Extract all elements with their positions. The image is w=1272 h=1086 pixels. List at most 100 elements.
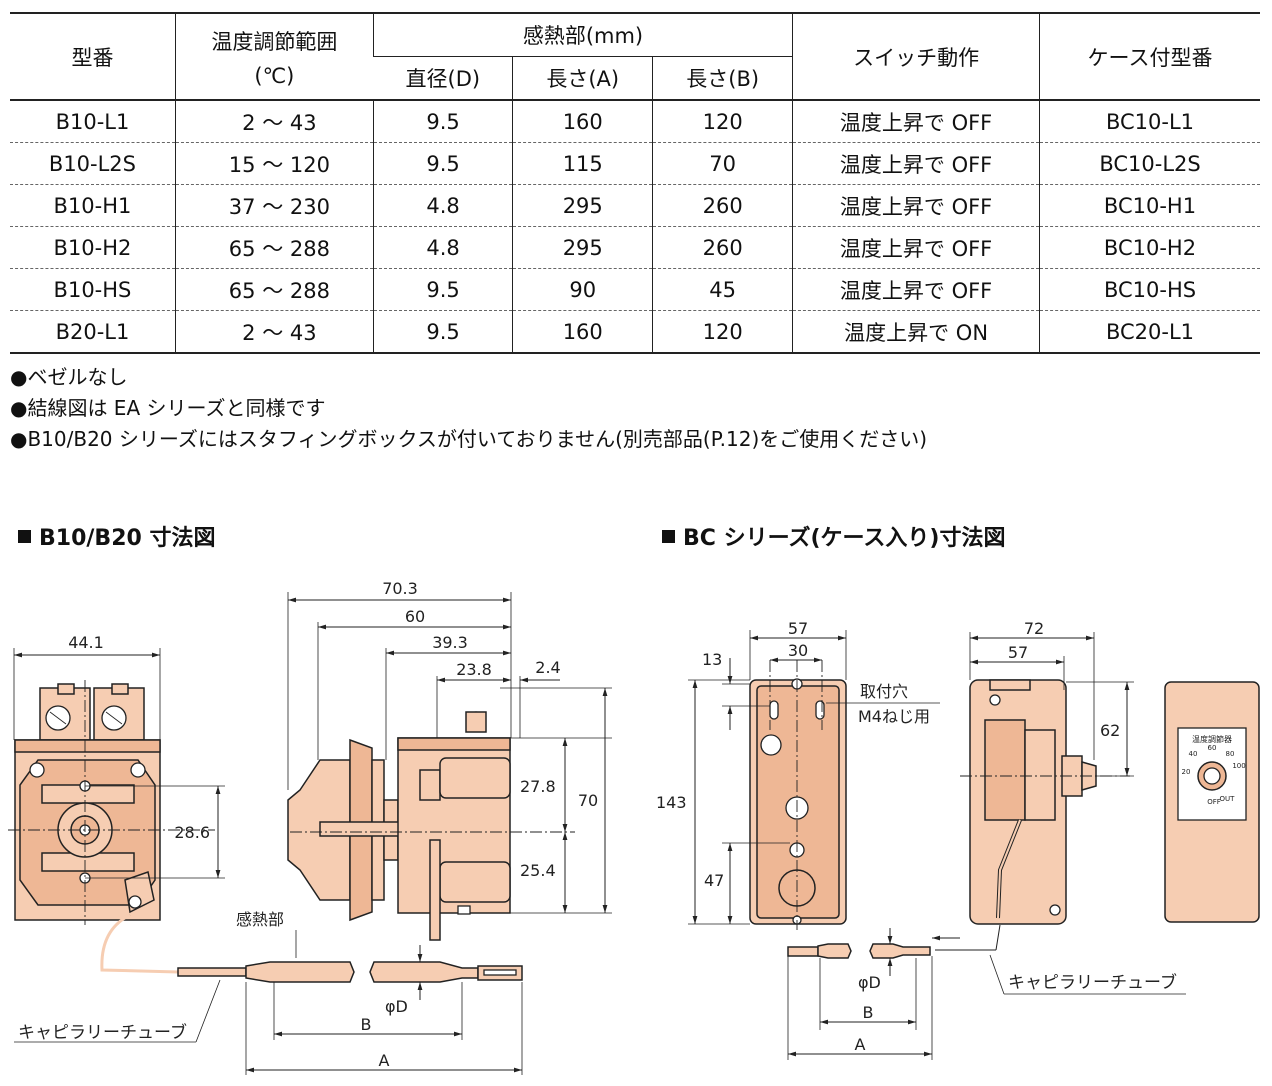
cell-switch: 温度上昇で OFF	[792, 268, 1040, 311]
header-sensor: 感熱部(mm)	[372, 12, 793, 57]
cell-b: 45	[652, 268, 793, 311]
cell-range: 2 ～ 43	[174, 100, 374, 143]
panel-tick-20: 20	[1182, 768, 1191, 776]
cell-range: 2 ～ 43	[174, 310, 374, 354]
dim-25-4: 25.4	[520, 861, 556, 880]
dim-143: 143	[656, 793, 687, 812]
label-mount-screw: M4ねじ用	[858, 707, 930, 726]
dim-2-4: 2.4	[535, 658, 560, 677]
cell-a: 295	[512, 226, 653, 269]
cell-range: 15 ～ 120	[174, 142, 374, 185]
dim-62: 62	[1100, 721, 1120, 740]
b10-sensor: 感熱部 φD B A キャピラリーチューブ	[14, 910, 523, 1075]
cell-a: 90	[512, 268, 653, 311]
header-diameter: 直径(D)	[373, 56, 513, 101]
cell-case-model: BC10-L1	[1039, 100, 1260, 143]
cell-model: B20-L1	[10, 310, 176, 354]
cell-case-model: BC10-H2	[1039, 226, 1260, 269]
cell-case-model: BC20-L1	[1039, 310, 1260, 354]
square-bullet-icon	[662, 530, 675, 543]
cell-d: 9.5	[372, 100, 513, 143]
cell-model: B10-HS	[10, 268, 176, 311]
dim-23-8: 23.8	[456, 660, 492, 679]
notes: ●ベゼルなし ●結線図は EA シリーズと同様です ●B10/B20 シリーズに…	[10, 362, 927, 455]
dim-70: 70	[578, 791, 598, 810]
label-b: B	[361, 1015, 372, 1034]
cell-range: 65 ～ 288	[174, 268, 374, 311]
spec-table: 型番 温度調節範囲 (℃) 感熱部(mm) スイッチ動作 ケース付型番 直径(D…	[10, 12, 1260, 354]
cell-model: B10-L2S	[10, 142, 176, 185]
cell-model: B10-H1	[10, 184, 176, 227]
note-stuffing-box: ●B10/B20 シリーズにはスタフィングボックスが付いておりません(別売部品(…	[10, 427, 928, 451]
header-case-model: ケース付型番	[1039, 12, 1260, 101]
label-capillary: キャピラリーチューブ	[18, 1022, 187, 1043]
dim-39-3: 39.3	[432, 633, 468, 652]
label-a-bc: A	[855, 1035, 866, 1054]
bc-sensor: φD B A キャピラリーチューブ	[787, 924, 1186, 1060]
dim-57-side: 57	[1008, 643, 1028, 662]
section-title-bc-series: BC シリーズ(ケース入り)寸法図	[662, 520, 1005, 552]
cell-switch: 温度上昇で OFF	[792, 184, 1040, 227]
cell-range: 65 ～ 288	[174, 226, 374, 269]
label-b-bc: B	[863, 1003, 874, 1022]
panel-tick-40: 40	[1189, 750, 1198, 758]
cell-model: B10-L1	[10, 100, 176, 143]
cell-b: 260	[652, 184, 793, 227]
cell-d: 4.8	[372, 226, 513, 269]
cell-a: 160	[512, 310, 653, 354]
panel-off: OFF	[1207, 798, 1221, 806]
header-range-line2: (℃)	[254, 63, 295, 88]
panel-tick-60: 60	[1208, 744, 1217, 752]
cell-model: B10-H2	[10, 226, 176, 269]
dim-60: 60	[405, 607, 425, 626]
label-mount-hole: 取付穴	[860, 682, 908, 701]
label-phi-d: φD	[385, 997, 408, 1016]
cell-b: 120	[652, 310, 793, 354]
square-bullet-icon	[18, 530, 31, 543]
dim-57: 57	[788, 619, 808, 638]
cell-d: 9.5	[372, 268, 513, 311]
cell-a: 160	[512, 100, 653, 143]
cell-d: 9.5	[372, 310, 513, 354]
cell-b: 70	[652, 142, 793, 185]
section-title-b10-b20: B10/B20 寸法図	[18, 520, 215, 552]
label-a: A	[379, 1051, 390, 1070]
cell-d: 4.8	[372, 184, 513, 227]
cell-case-model: BC10-HS	[1039, 268, 1260, 311]
cell-case-model: BC10-L2S	[1039, 142, 1260, 185]
cell-d: 9.5	[372, 142, 513, 185]
dim-13: 13	[702, 650, 722, 669]
note-no-bezel: ●ベゼルなし	[10, 365, 128, 389]
cell-a: 115	[512, 142, 653, 185]
bc-face-panel: 温度調節器 40 60 80 20 100 OFF OUT	[1164, 681, 1260, 923]
header-range-line1: 温度調節範囲	[211, 29, 338, 54]
section-title-text: B10/B20 寸法図	[39, 526, 216, 551]
panel-title: 温度調節器	[1192, 734, 1232, 744]
label-capillary-bc: キャピラリーチューブ	[1008, 972, 1177, 993]
dim-47: 47	[704, 871, 724, 890]
label-sensor: 感熱部	[236, 910, 284, 929]
header-switch: スイッチ動作	[792, 12, 1040, 101]
label-phi-d-bc: φD	[858, 973, 881, 992]
b10-side-view: 70.3 60 39.3 23.8 2.4 70 27.8 25.4	[287, 579, 612, 941]
cell-switch: 温度上昇で ON	[792, 310, 1040, 354]
cell-case-model: BC10-H1	[1039, 184, 1260, 227]
cell-b: 120	[652, 100, 793, 143]
note-wiring: ●結線図は EA シリーズと同様です	[10, 396, 326, 420]
bc-side-view: 72 57 62	[960, 619, 1134, 925]
header-length-a: 長さ(A)	[512, 56, 653, 101]
section-title-text: BC シリーズ(ケース入り)寸法図	[683, 526, 1006, 551]
dim-30: 30	[788, 641, 808, 660]
header-length-b: 長さ(B)	[652, 56, 793, 101]
header-model: 型番	[10, 12, 176, 101]
cell-b: 260	[652, 226, 793, 269]
dim-72: 72	[1024, 619, 1044, 638]
dim-27-8: 27.8	[520, 777, 556, 796]
